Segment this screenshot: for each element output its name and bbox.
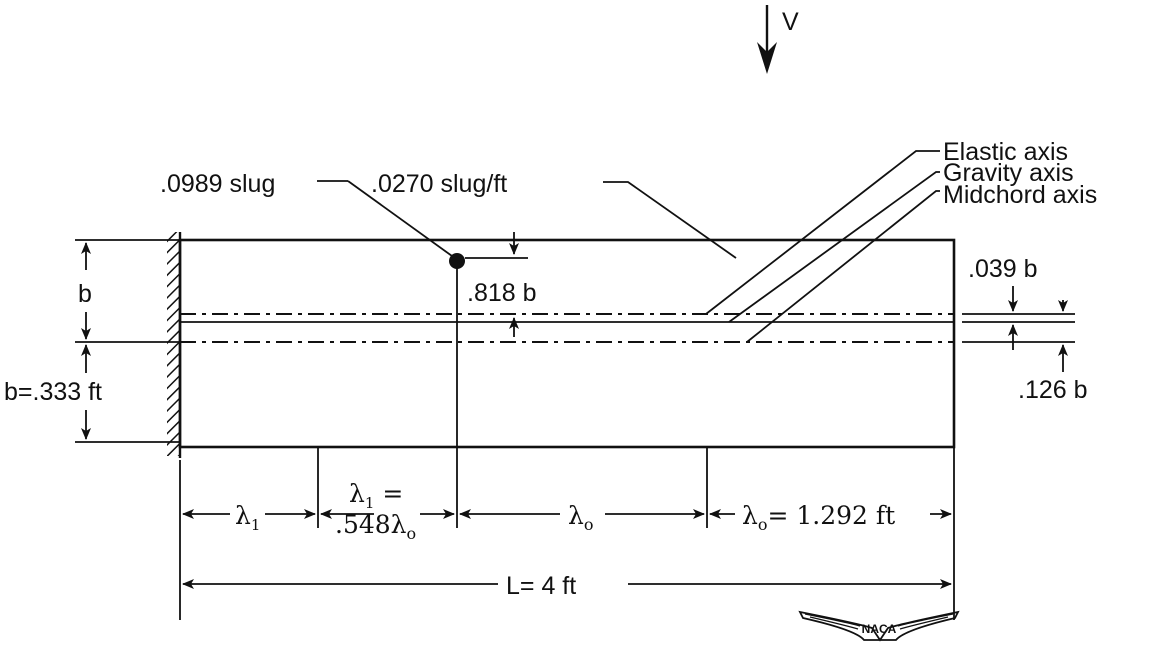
svg-text:λo= 1.292 ft: λo= 1.292 ft [742,501,895,534]
span-length-label: L= 4 ft [506,572,576,600]
lambda1-eq-symbol: λ [349,479,365,508]
axis-offset-dimensions [962,286,1075,372]
clamped-wall [167,232,180,456]
axis-leaders [705,150,940,343]
velocity-arrow [757,5,777,74]
svg-text:.548λo: .548λo [335,510,416,543]
lambda1-subscript: 1 [251,516,261,534]
elastic-offset-label: .039 b [968,255,1038,283]
svg-text:λ1: λ1 [235,501,260,534]
lambda0-eq-value: = 1.292 ft [768,501,896,530]
lambda0-eq-symbol: λ [742,501,758,530]
svg-text:λ1 =: λ1 = [349,479,403,512]
semichord-dimension [75,239,180,443]
mass-offset-dimension [465,232,528,337]
mass-leader [347,180,453,257]
mass-distribution-leader [603,181,737,259]
lambda1-eq-subscript: 1 [365,494,375,512]
lambda1-eq-equals: = [374,479,403,508]
lambda0-label: λ [568,501,584,530]
velocity-label: V [782,8,799,36]
lambda0-subscript: o [584,515,594,534]
gravity-offset-label: .126 b [1018,376,1088,404]
mass-point-label: .0989 slug [160,170,275,198]
midchord-axis-label: Midchord axis [943,181,1097,209]
wing-planform [178,238,956,449]
lambda0-eq-subscript: o [758,515,768,534]
semichord-upper-label: b [78,280,92,308]
mass-offset-label: .818 b [467,279,537,307]
lambda1-label: λ [235,501,251,530]
mass-distribution-label: .0270 slug/ft [371,170,507,198]
naca-logo: NACA [798,610,960,642]
svg-text:λo: λo [568,501,594,534]
station-lines [179,447,955,620]
gravity-axis-label: Gravity axis [943,159,1074,187]
semichord-lower-label: b=.333 ft [4,378,102,406]
lambda1-eq-value: .548λ [335,510,407,539]
elastic-axis-label: Elastic axis [943,138,1068,166]
naca-logo-text: NACA [862,622,897,636]
lambda1-eq-value-subscript: o [407,524,417,543]
